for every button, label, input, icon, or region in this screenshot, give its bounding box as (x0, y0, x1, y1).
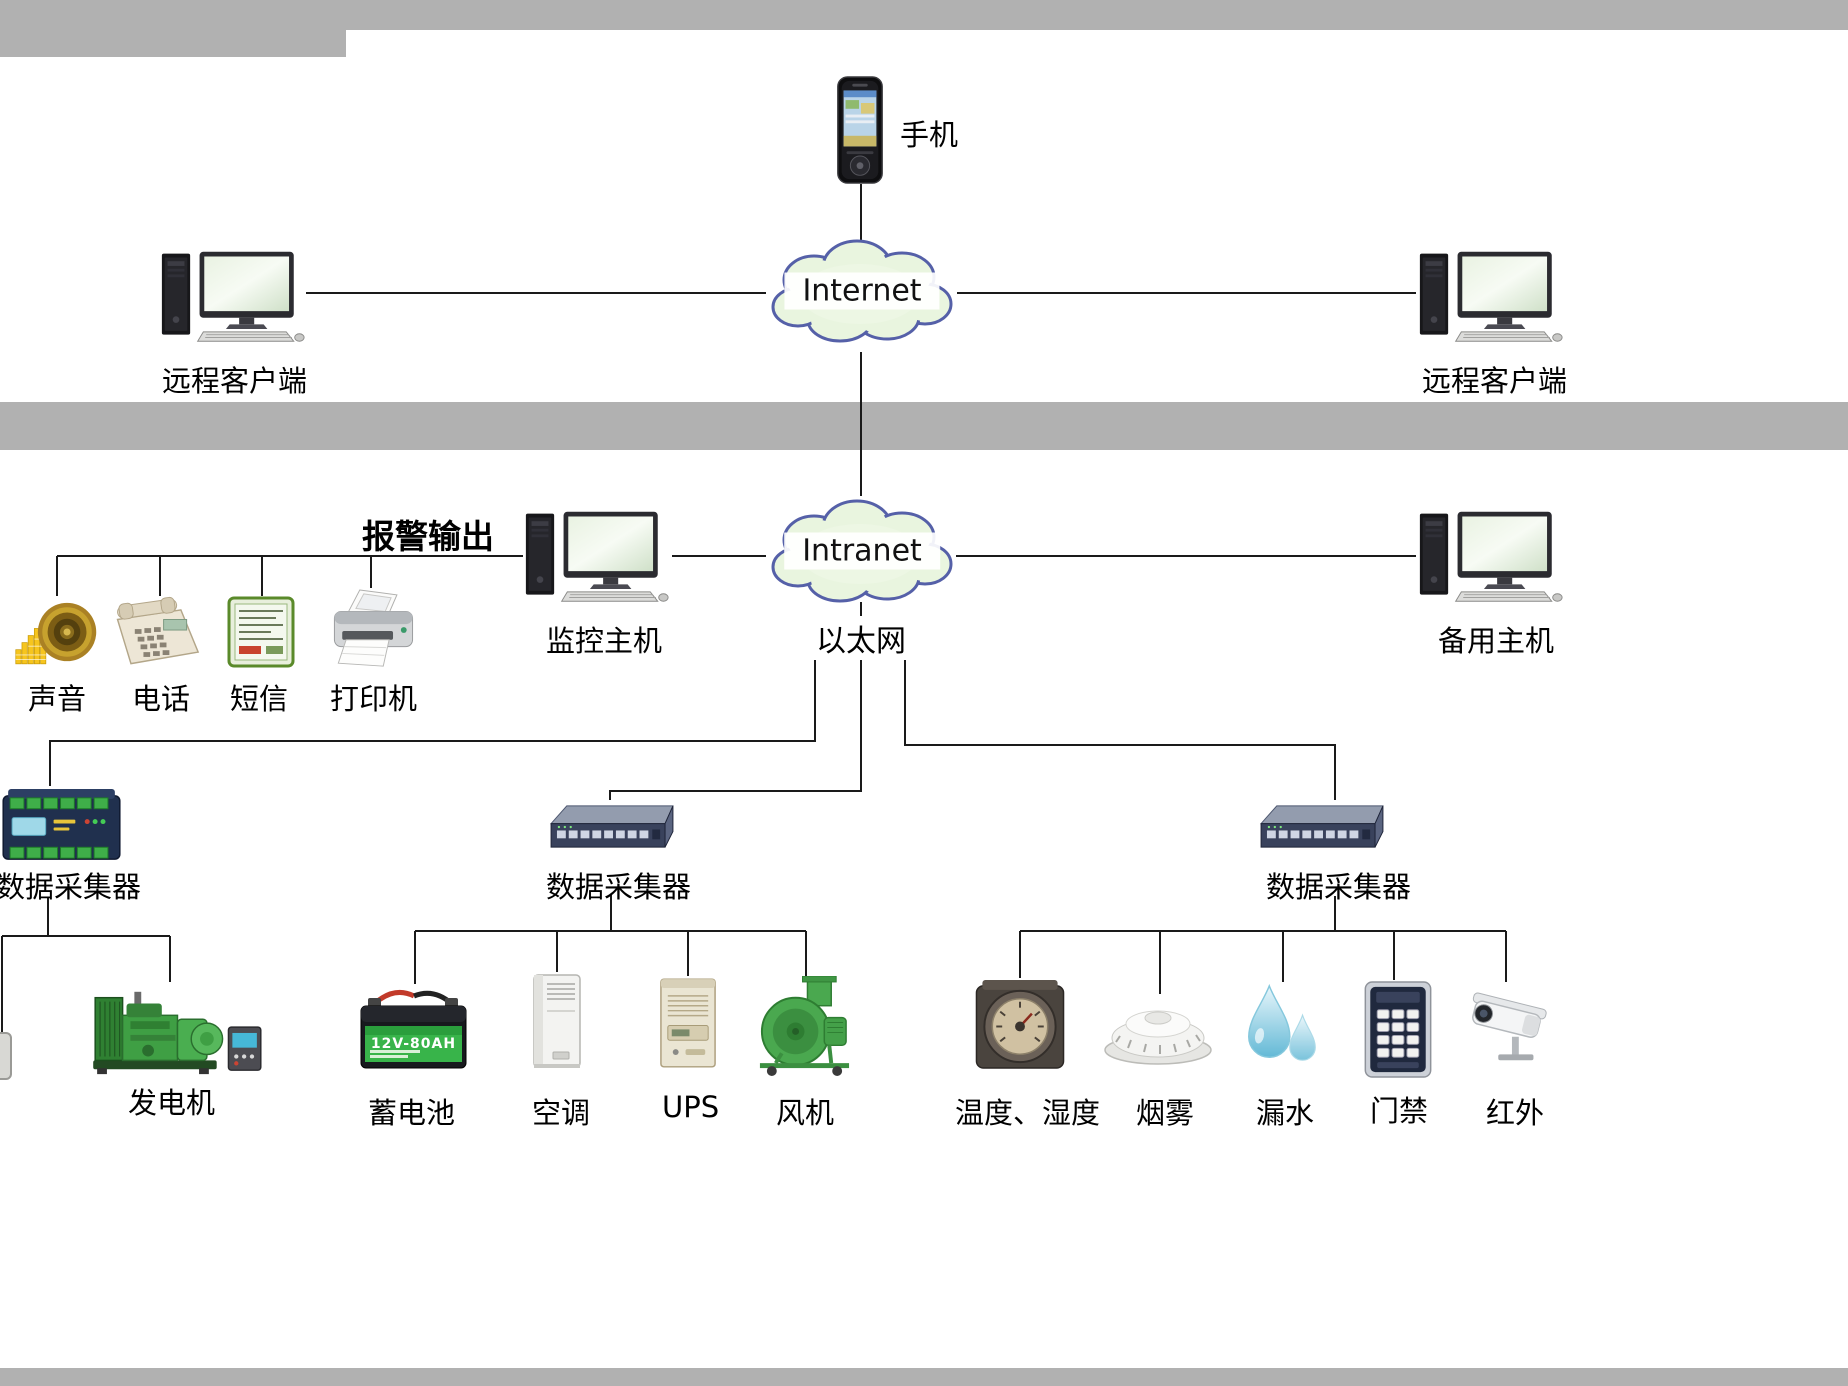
battery-marking: 12V-80AH (370, 1036, 457, 1052)
access-control-icon (1360, 980, 1436, 1079)
speaker-icon (14, 596, 98, 668)
sms-terminal-icon (226, 596, 296, 668)
temp-humidity-label: 温度、湿度 (955, 1096, 1101, 1130)
telephone-icon (106, 596, 202, 666)
intranet-cloud-label: Intranet (784, 532, 940, 570)
sound-label: 声音 (28, 682, 87, 716)
internet-cloud-label: Internet (784, 272, 940, 310)
data-collector-right-icon (1253, 800, 1391, 857)
ups-label: UPS (662, 1090, 720, 1124)
ethernet-label: 以太网 (808, 616, 914, 660)
monitor-host-label: 监控主机 (546, 624, 663, 658)
printer-label: 打印机 (330, 682, 418, 716)
generator-icon (90, 982, 264, 1080)
sms-label: 短信 (230, 682, 289, 716)
battery-icon (356, 984, 471, 1072)
fan-label: 风机 (776, 1096, 835, 1130)
smoke-label: 烟雾 (1136, 1096, 1195, 1130)
generator-label: 发电机 (128, 1086, 216, 1120)
temp-humidity-sensor-icon (972, 978, 1068, 1072)
printer-icon (326, 588, 420, 672)
bottom-band (0, 1368, 1848, 1386)
intranet-cloud: Intranet (762, 492, 962, 612)
collector-center-label: 数据采集器 (546, 870, 692, 904)
cutoff-device-icon (0, 1032, 12, 1080)
remote-client-left-computer (160, 248, 306, 346)
ac-label: 空调 (532, 1096, 591, 1130)
infrared-camera-icon (1460, 982, 1560, 1070)
monitor-host-computer (524, 508, 670, 606)
battery-label: 蓄电池 (368, 1096, 456, 1130)
fan-icon (752, 976, 856, 1077)
top-band-left (0, 0, 346, 57)
mobile-phone-icon (829, 76, 891, 184)
infrared-label: 红外 (1486, 1096, 1545, 1130)
internet-cloud: Internet (762, 231, 962, 353)
data-collector-center-icon (543, 800, 681, 857)
remote-client-right-computer (1418, 248, 1564, 346)
middle-band (0, 402, 1848, 450)
backup-host-computer (1418, 508, 1564, 606)
ups-icon (656, 976, 720, 1070)
alarm-output-title: 报警输出 (362, 517, 494, 556)
collector-right-label: 数据采集器 (1266, 870, 1412, 904)
remote-client-right-label: 远程客户端 (1422, 364, 1568, 398)
water-leak-label: 漏水 (1256, 1096, 1315, 1130)
remote-client-left-label: 远程客户端 (162, 364, 308, 398)
data-collector-left-icon (0, 786, 124, 870)
access-label: 门禁 (1370, 1094, 1429, 1128)
water-leak-icon (1242, 982, 1322, 1070)
telephone-label: 电话 (132, 682, 191, 716)
air-conditioner-icon (527, 972, 587, 1072)
phone-label: 手机 (900, 118, 959, 152)
smoke-detector-icon (1102, 994, 1214, 1066)
collector-left-label: 数据采集器 (0, 870, 142, 904)
backup-host-label: 备用主机 (1438, 624, 1555, 658)
